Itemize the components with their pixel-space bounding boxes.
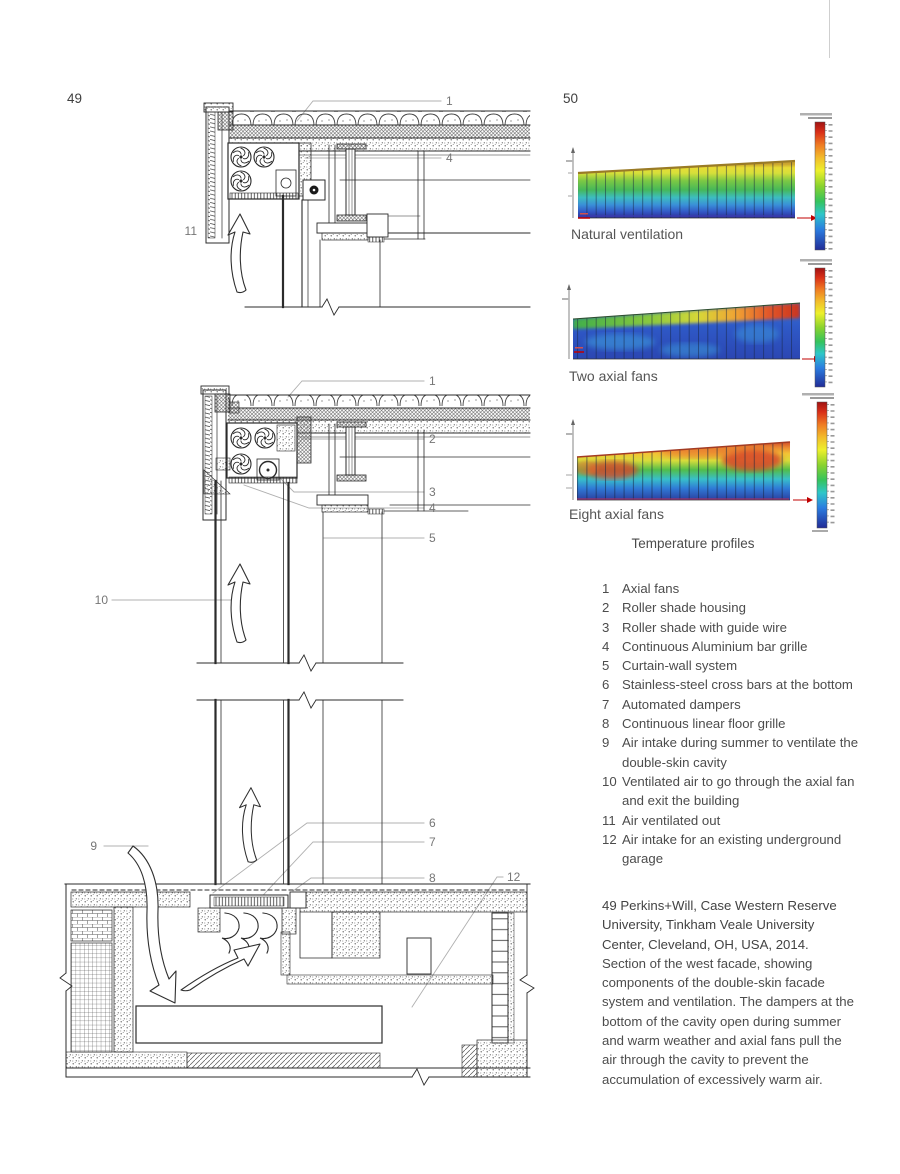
legend-item-number: 10 (602, 773, 617, 789)
legend-item: 8 Continuous linear floor grille (602, 714, 859, 733)
legend-item: 3 Roller shade with guide wire (602, 618, 859, 637)
callout-11: 11 (185, 224, 198, 238)
legend-item: 11 Air ventilated out (602, 811, 859, 830)
legend-item-text: Air ventilated out (622, 812, 721, 828)
legend-item-text: Automated dampers (622, 696, 741, 712)
ground-detail (59, 883, 535, 1086)
legend-item-number: 3 (602, 619, 610, 635)
label-eight-axial-fans: Eight axial fans (569, 506, 664, 522)
legend-item-number: 1 (602, 581, 610, 596)
cfd-temperature-profiles (562, 113, 835, 532)
legend-item-number: 6 (602, 677, 610, 693)
legend-item-number: 9 (602, 735, 610, 751)
label-two-axial-fans: Two axial fans (569, 368, 658, 384)
legend-item-number: 11 (602, 812, 616, 828)
legend-item: 4 Continuous Aluminium bar grille (602, 637, 859, 656)
callout-5: 5 (429, 531, 436, 545)
legend-item-text: Curtain-wall system (622, 658, 738, 674)
upper-wall-detail (196, 385, 531, 886)
legend-item-number: 5 (602, 658, 610, 674)
air-intake-arrow (127, 845, 177, 1004)
callout-7: 7 (429, 835, 436, 849)
cfd-plot-eight-axial-fans (566, 393, 835, 532)
airflow-arrows (127, 213, 261, 1004)
callout-numbers: 1 4 11 1 2 3 4 5 10 6 7 8 9 12 (90, 94, 520, 885)
facade-section-drawing: 1 4 11 1 2 3 4 5 10 6 7 8 9 12 (59, 94, 535, 1086)
legend-item-text: Continuous Aluminium bar grille (622, 638, 808, 654)
callout-9: 9 (90, 839, 97, 853)
roof-detail (203, 102, 531, 316)
callout-leader-lines (103, 100, 504, 1008)
legend-item-number: 2 (602, 600, 610, 616)
callout-8: 8 (429, 871, 436, 885)
temperature-profiles-caption: Temperature profiles (631, 536, 755, 551)
figure-49-number: 49 (67, 91, 83, 106)
label-natural-ventilation: Natural ventilation (571, 226, 684, 242)
legend-item-text: Roller shade with guide wire (622, 619, 787, 635)
legend-item-text: Ventilated air to go through the axial f… (622, 773, 855, 809)
legend-item: 2 Roller shade housing (602, 598, 859, 617)
colorbar-2 (800, 259, 833, 388)
callout-4-top: 4 (446, 151, 453, 165)
airflow-arrow-up-middle (227, 563, 251, 644)
figure-49-caption: 49 Perkins+Will, Case Western Reserve Un… (602, 896, 854, 1089)
legend-item-number: 7 (602, 696, 610, 712)
legend-item: 9 Air intake during summer to ventilate t… (602, 733, 859, 772)
legend-item-text: Air intake during summer to ventilate th… (622, 735, 859, 770)
legend-item: 7 Automated dampers (602, 695, 859, 714)
component-legend: 1 Axial fans 2 Roller shade housing 3 Rolle… (602, 579, 859, 868)
figure-50-number: 50 (563, 91, 579, 106)
airflow-arrow-up-top (227, 213, 251, 294)
callout-3: 3 (429, 485, 436, 499)
legend-item: 5 Curtain-wall system (602, 656, 859, 675)
garage-airflow-arrow (180, 943, 261, 992)
legend-item-text: Roller shade housing (622, 600, 746, 616)
callout-2: 2 (429, 432, 436, 446)
callout-10: 10 (95, 593, 109, 607)
callout-12: 12 (507, 870, 521, 884)
colorbar-3 (802, 393, 835, 532)
legend-item-number: 12 (602, 831, 617, 847)
legend-item-number: 4 (602, 638, 610, 654)
legend-item: 10 Ventilated air to go through the axial… (602, 772, 859, 811)
colorbar-1 (800, 113, 833, 251)
legend-item-number: 8 (602, 716, 610, 732)
legend-item: 12 Air intake for an existing underground… (602, 830, 859, 869)
callout-4-mid: 4 (429, 501, 436, 515)
cfd-plot-natural-ventilation (566, 113, 833, 251)
callout-1-mid: 1 (429, 374, 436, 388)
airflow-arrow-up-lower (239, 787, 261, 863)
callout-1-top: 1 (446, 94, 453, 108)
legend-item-text: Air intake for an existing underground g… (622, 831, 842, 867)
legend-item: 1 Axial fans (602, 579, 859, 598)
legend-item: 6 Stainless-steel cross bars at the botto… (602, 675, 859, 694)
legend-item-text: Axial fans (622, 581, 680, 596)
legend-item-text: Stainless-steel cross bars at the bottom (622, 677, 853, 693)
legend-item-text: Continuous linear floor grille (622, 716, 786, 732)
figure-49-caption-body: Section of the west facade, showing comp… (602, 955, 854, 1087)
figure-49-caption-head: 49 Perkins+Will, Case Western Reserve Un… (602, 898, 837, 952)
callout-6: 6 (429, 816, 436, 830)
